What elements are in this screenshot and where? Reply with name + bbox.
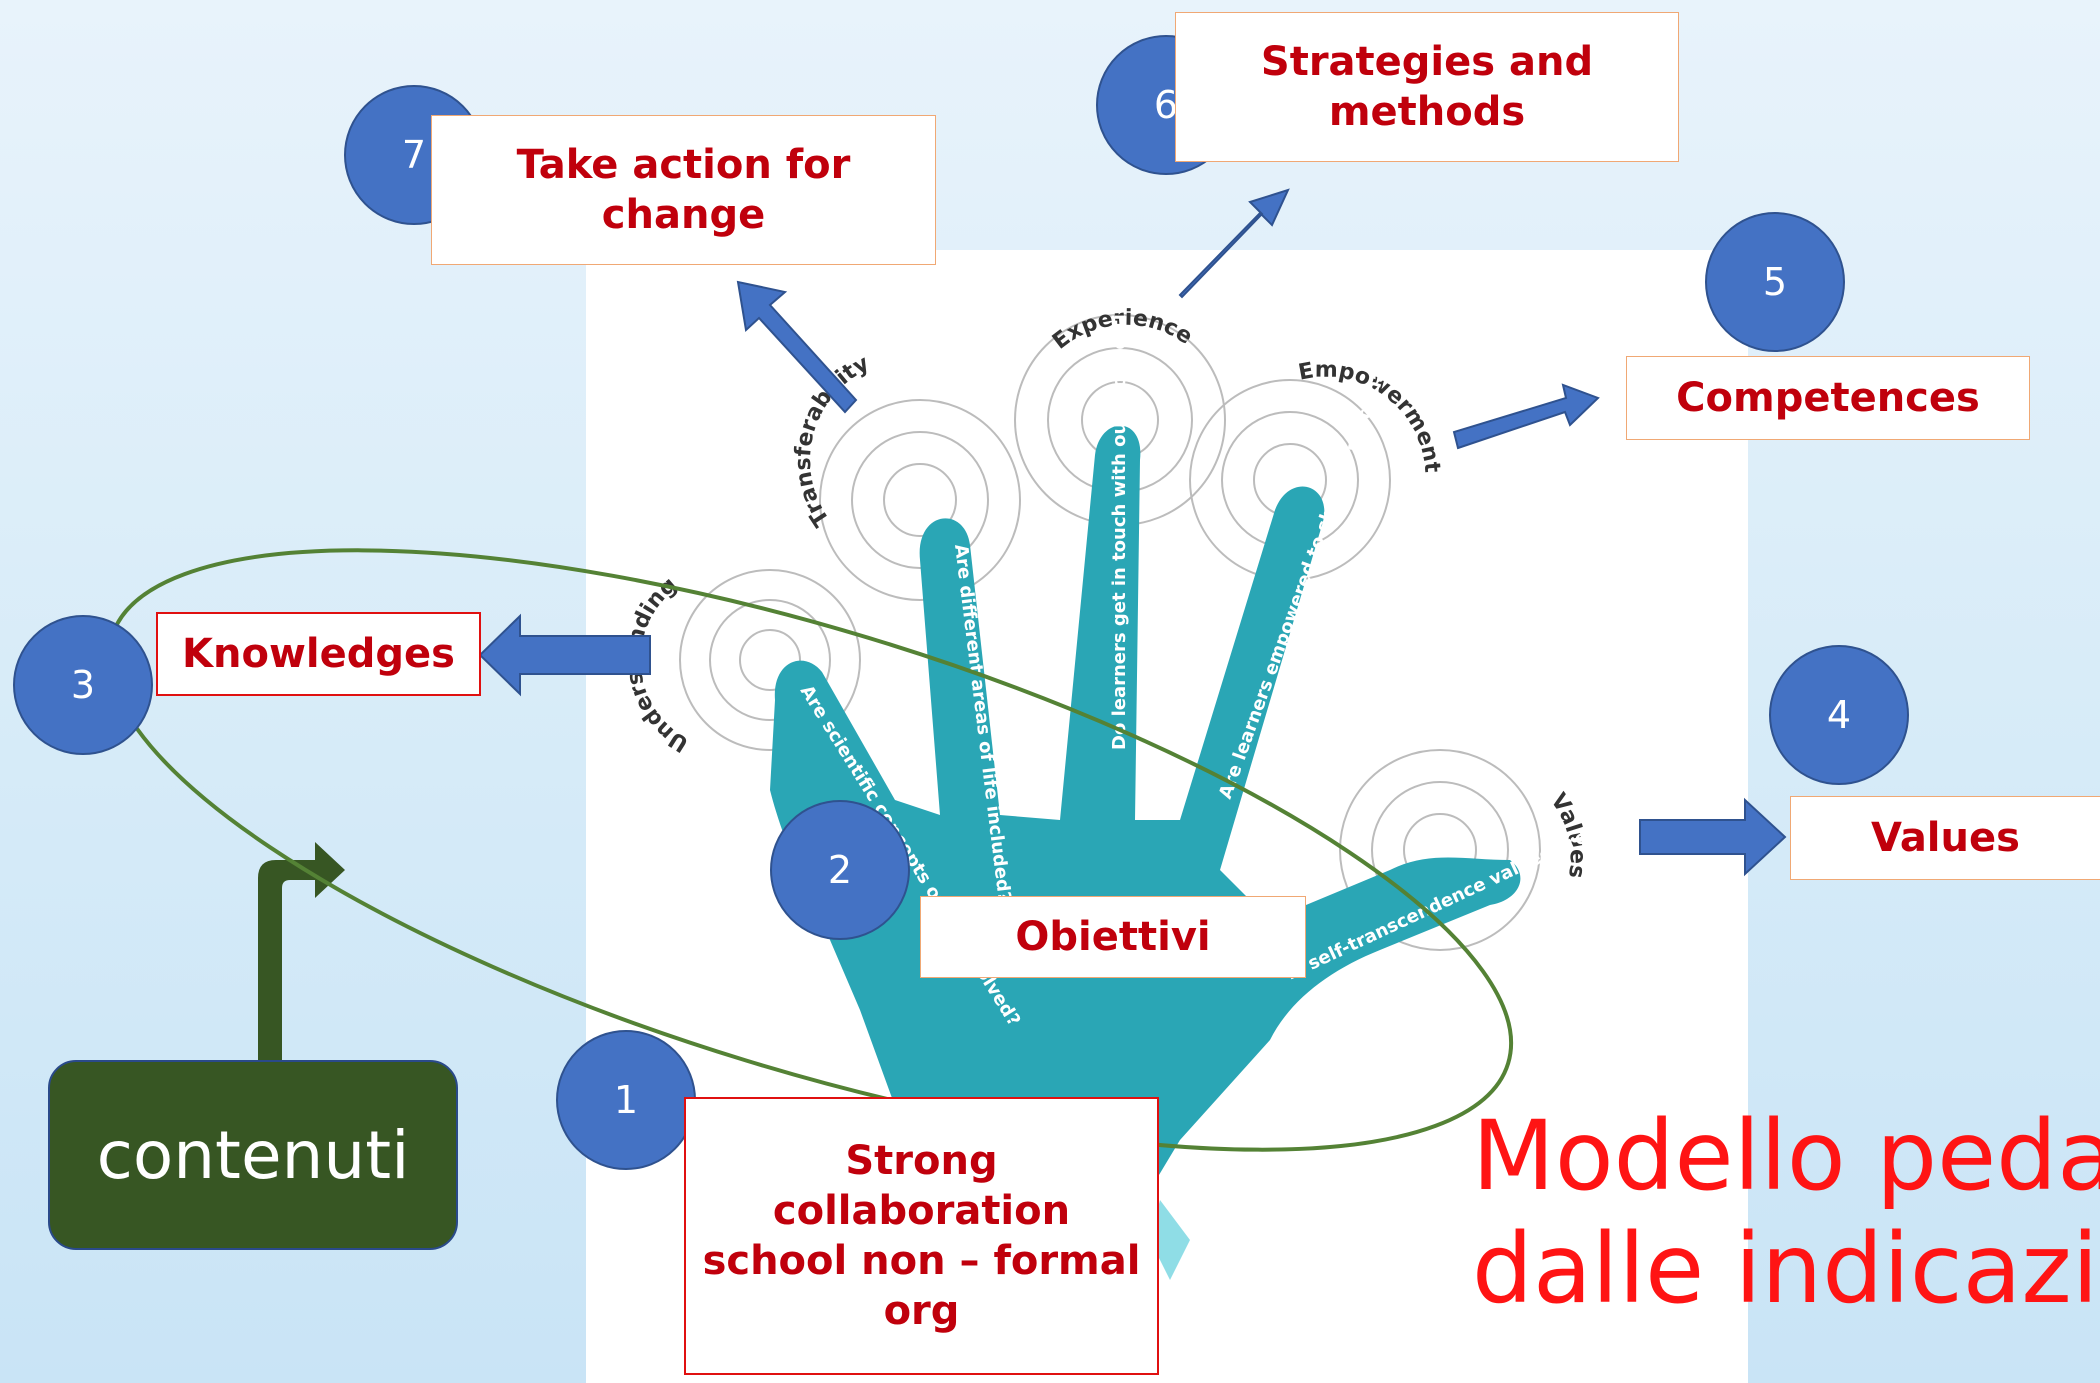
slide-title: Modello pedag dalle indicazion xyxy=(1472,1100,2100,1383)
number-circle-4: 4 xyxy=(1769,645,1909,785)
slide-title-line-1: Modello pedag xyxy=(1472,1100,2100,1212)
hand-shape xyxy=(770,425,1521,1300)
number-circle-2: 2 xyxy=(770,800,910,940)
arrow-to-competences xyxy=(1452,383,1600,450)
label-obiettivi: Obiettivi xyxy=(920,896,1306,978)
number-circle-3: 3 xyxy=(13,615,153,755)
label-values: Values xyxy=(1790,796,2100,880)
contenuti-arrow xyxy=(258,842,345,1062)
arrow-to-take-action xyxy=(736,280,858,414)
number-circle-5: 5 xyxy=(1705,212,1845,352)
arrow-to-values xyxy=(1639,797,1787,877)
number-circle-1: 1 xyxy=(556,1030,696,1170)
arrows xyxy=(478,188,1787,877)
arrow-to-strategies xyxy=(1178,188,1290,299)
label-collaboration: Strong collaboration school non – formal… xyxy=(684,1097,1159,1375)
slide-title-line-2: dalle indicazion xyxy=(1472,1213,2100,1326)
label-take-action: Take action for change xyxy=(431,115,936,265)
label-strategies: Strategies and methods xyxy=(1175,12,1679,162)
label-competences: Competences xyxy=(1626,356,2030,440)
arrow-to-knowledges xyxy=(478,613,651,697)
finger-text-middle: Do learners get in touch with outdoor se… xyxy=(1109,267,1130,750)
contenuti-box: contenuti xyxy=(48,1060,458,1250)
label-knowledges: Knowledges xyxy=(156,612,481,696)
